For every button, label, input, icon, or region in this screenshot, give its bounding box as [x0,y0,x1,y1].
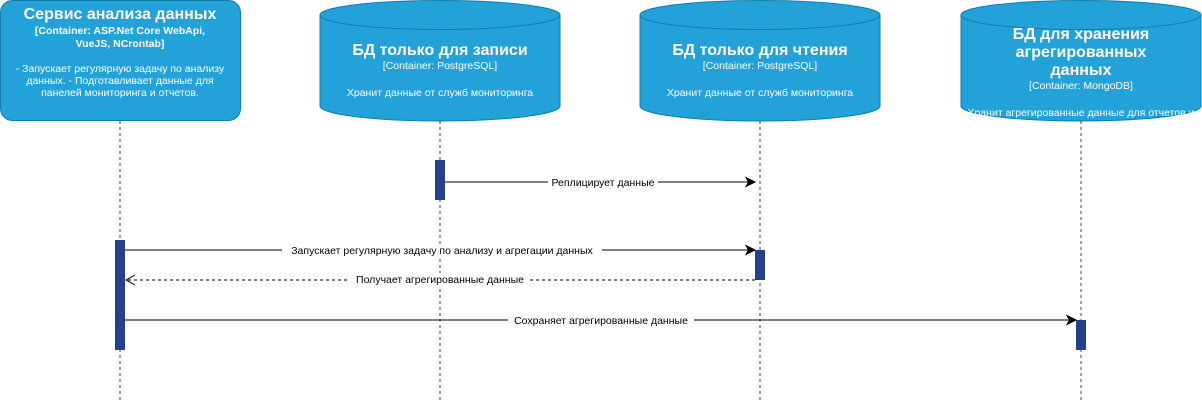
write-db-header: БД только для записи [Container: Postgre… [322,42,558,99]
message-start-task: Запускает регулярную задачу по анализу и… [125,244,757,257]
activation-write-db [435,160,445,200]
activation-read-db [755,250,765,280]
service-title: Сервис анализа данных [23,6,217,23]
activation-agg-db [1076,320,1086,350]
service-tech: [Container: ASP.Net Core WebApi, VueJS, … [34,25,206,50]
service-container-box [0,0,241,121]
service-desc: - Запускает регулярную задачу по анализу… [15,63,225,99]
read-db-desc: Хранит данные от служб мониторинга [666,87,854,99]
message-label: Сохраняет агрегированные данные [514,315,688,327]
read-db-tech: [Container: PostgreSQL] [702,60,818,72]
read-db-title: БД только для чтения [672,42,848,59]
message-replicate: Реплицирует данные [445,176,757,189]
write-db-cylinder [319,0,561,122]
write-db-desc: Хранит данные от служб мониторинга [346,87,534,99]
write-db-tech: [Container: PostgreSQL] [382,60,498,72]
message-save-aggregated: Сохраняет агрегированные данные [125,314,1078,327]
read-db-header: БД только для чтения [Container: Postgre… [642,42,878,99]
agg-db-title: БД для хранения агрегированных данных [1012,26,1150,79]
write-db-title: БД только для записи [352,42,528,59]
message-label: Получает агрегированные данные [356,274,524,286]
service-header: Сервис анализа данных [Container: ASP.Ne… [2,6,238,99]
read-db-cylinder [639,0,881,122]
message-label: Реплицирует данные [552,177,655,189]
message-return-aggregated: Получает агрегированные данные [124,273,755,286]
message-label: Запускает регулярную задачу по анализу и… [291,245,593,257]
agg-db-tech: [Container: MongoDB] [1029,80,1133,92]
agg-db-desc: Хранит агрегированные данные для отчетов… [967,107,1195,131]
activation-service [115,240,125,350]
agg-db-cylinder [960,0,1202,122]
agg-db-header: БД для хранения агрегированных данных [C… [963,26,1199,131]
